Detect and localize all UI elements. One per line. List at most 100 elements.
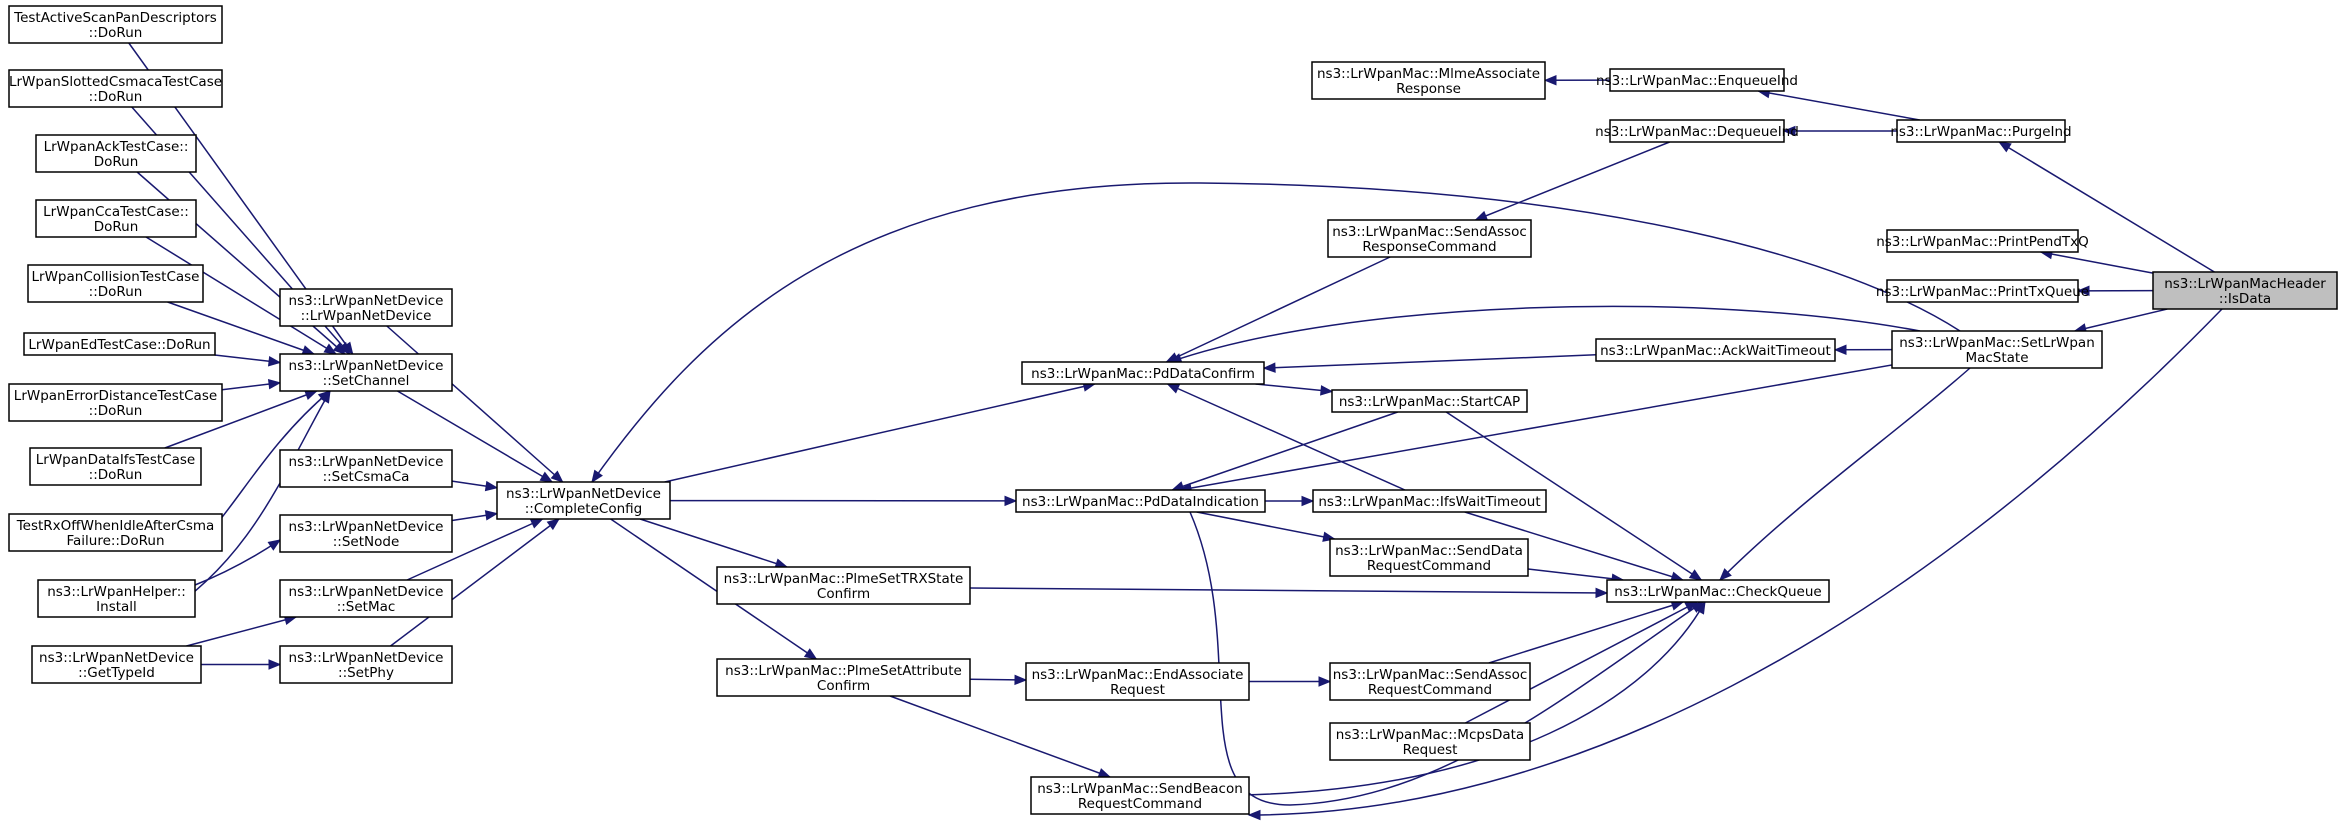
node-label: RequestCommand — [1368, 682, 1492, 698]
edge-setlrwpanmacstate-to-isdata — [2074, 308, 2168, 332]
edge-purgeind-to-isdata — [1998, 141, 2215, 273]
arrowhead-startcap — [1320, 385, 1334, 396]
edge-checkqueue-to-sendbeaconrequestcommand — [1239, 601, 1706, 796]
node-gettypeid[interactable]: ns3::LrWpanNetDevice::GetTypeId — [31, 645, 202, 684]
node-box — [27, 264, 204, 303]
node-edtestcase[interactable]: LrWpanEdTestCase::DoRun — [23, 332, 216, 356]
arrowhead-setnode — [267, 539, 282, 551]
node-setphy[interactable]: ns3::LrWpanNetDevice::SetPhy — [279, 645, 453, 684]
node-label: DoRun — [94, 219, 139, 235]
node-label: ns3::LrWpanMac::PrintTxQueue — [1876, 284, 2089, 300]
node-label: RequestCommand — [1078, 796, 1202, 812]
arrowhead-completeconfig — [550, 470, 564, 483]
node-purgeind[interactable]: ns3::LrWpanMac::PurgeInd — [1890, 119, 2072, 143]
node-label: ns3::LrWpanNetDevice — [289, 650, 444, 666]
node-label: ::SetNode — [333, 534, 400, 550]
node-lrwpannetdevice[interactable]: ns3::LrWpanNetDevice::LrWpanNetDevice — [279, 288, 453, 327]
node-errordistancetestcase[interactable]: LrWpanErrorDistanceTestCase::DoRun — [8, 383, 223, 422]
node-ifswaittimeout[interactable]: ns3::LrWpanMac::IfsWaitTimeout — [1312, 489, 1547, 513]
edge-startcap-to-pddataconfirm — [1255, 383, 1333, 393]
node-collisiontestcase[interactable]: LrWpanCollisionTestCase::DoRun — [27, 264, 204, 303]
edge-checkqueue-to-senddatarequestcommand — [1527, 568, 1624, 581]
node-label: ns3::LrWpanMac::PdDataIndication — [1022, 494, 1259, 510]
node-box — [35, 134, 197, 173]
node-dataifstestcase[interactable]: LrWpanDataIfsTestCase::DoRun — [29, 447, 202, 486]
node-checkqueue[interactable]: ns3::LrWpanMac::CheckQueue — [1606, 579, 1830, 603]
node-label: ns3::LrWpanMac::McpsData — [1336, 727, 1524, 743]
node-box — [1609, 68, 1785, 92]
node-label: LrWpanErrorDistanceTestCase — [14, 388, 217, 404]
node-setnode[interactable]: ns3::LrWpanNetDevice::SetNode — [279, 514, 453, 553]
node-startcap[interactable]: ns3::LrWpanMac::StartCAP — [1331, 389, 1528, 413]
node-label: RequestCommand — [1367, 558, 1491, 574]
node-box — [35, 199, 197, 238]
arrowhead-checkqueue — [1719, 568, 1732, 581]
arrowhead-setchannel — [323, 343, 338, 355]
node-helperinstall[interactable]: ns3::LrWpanHelper::Install — [37, 579, 196, 618]
node-box — [1021, 361, 1265, 385]
edge-sendbeaconrequestcommand-to-plmesetattributeconfirm — [889, 695, 1111, 778]
node-label: ns3::LrWpanMac::AckWaitTimeout — [1600, 343, 1831, 359]
node-setcsmaca[interactable]: ns3::LrWpanNetDevice::SetCsmaCa — [279, 449, 453, 488]
node-printtxqueue[interactable]: ns3::LrWpanMac::PrintTxQueue — [1876, 279, 2089, 303]
node-ccatestcase[interactable]: LrWpanCcaTestCase::DoRun — [35, 199, 197, 238]
node-box — [1025, 662, 1250, 701]
node-label: Install — [96, 599, 137, 615]
node-box — [1329, 662, 1531, 701]
node-setmac[interactable]: ns3::LrWpanNetDevice::SetMac — [279, 579, 453, 618]
node-label: ns3::LrWpanMac::SendAssoc — [1332, 224, 1527, 240]
node-box — [279, 449, 453, 488]
node-dequeueind[interactable]: ns3::LrWpanMac::DequeueInd — [1595, 119, 1799, 143]
arrowhead-mlmeassociateresponse — [1543, 75, 1557, 86]
node-isdata[interactable]: ns3::LrWpanMacHeader::IsData — [2152, 271, 2338, 310]
node-pddataconfirm[interactable]: ns3::LrWpanMac::PdDataConfirm — [1021, 361, 1265, 385]
edge-pddataconfirm-to-ackwaittimeout — [1263, 354, 1597, 369]
arrowhead-completeconfig — [484, 480, 499, 492]
edge-plmesetattributeconfirm-to-completeconfig — [610, 518, 817, 660]
arrowhead-setchannel — [267, 378, 282, 390]
node-setchannel[interactable]: ns3::LrWpanNetDevice::SetChannel — [279, 353, 453, 392]
node-label: ns3::LrWpanMac::PlmeSetTRXState — [724, 571, 964, 587]
arrowhead-pddataindication — [1004, 495, 1018, 507]
arrowhead-setchannel — [332, 342, 346, 355]
arrowhead-checkqueue — [1690, 601, 1705, 613]
node-label: TestActiveScanPanDescriptors — [13, 10, 217, 26]
node-label: ::DoRun — [89, 403, 143, 419]
node-pddataindication[interactable]: ns3::LrWpanMac::PdDataIndication — [1015, 489, 1266, 513]
arrowhead-completeconfig — [546, 518, 561, 531]
node-box — [496, 481, 671, 520]
node-box — [1015, 489, 1266, 513]
node-label: ns3::LrWpanNetDevice — [289, 519, 444, 535]
arrowhead-setchannel — [304, 390, 318, 400]
edge-checkqueue-to-startcap — [1445, 411, 1702, 581]
node-slottedcsmaca[interactable]: LrWpanSlottedCsmacaTestCase::DoRun — [8, 69, 223, 108]
edge-setchannel-to-dataifstestcase — [164, 390, 317, 449]
node-label: ns3::LrWpanHelper:: — [47, 584, 186, 600]
node-printpendtxq[interactable]: ns3::LrWpanMac::PrintPendTxQ — [1876, 229, 2089, 253]
edge-setchannel-to-collisiontestcase — [167, 301, 315, 355]
arrowhead-ifswaittimeout — [1301, 495, 1315, 507]
node-label: LrWpanDataIfsTestCase — [36, 452, 195, 468]
node-label: Response — [1396, 81, 1461, 97]
node-ackwaittimeout[interactable]: ns3::LrWpanMac::AckWaitTimeout — [1595, 338, 1836, 362]
node-testactivescan[interactable]: TestActiveScanPanDescriptors::DoRun — [8, 5, 223, 44]
node-box — [1606, 579, 1830, 603]
node-label: MacState — [1965, 350, 2028, 366]
node-completeconfig[interactable]: ns3::LrWpanNetDevice::CompleteConfig — [496, 481, 671, 520]
node-label: LrWpanEdTestCase::DoRun — [28, 337, 210, 353]
node-enqueueind[interactable]: ns3::LrWpanMac::EnqueueInd — [1596, 68, 1798, 92]
node-box — [8, 5, 223, 44]
node-acktestcase[interactable]: LrWpanAckTestCase::DoRun — [35, 134, 197, 173]
arrowhead-endassociaterequest — [1014, 674, 1028, 686]
